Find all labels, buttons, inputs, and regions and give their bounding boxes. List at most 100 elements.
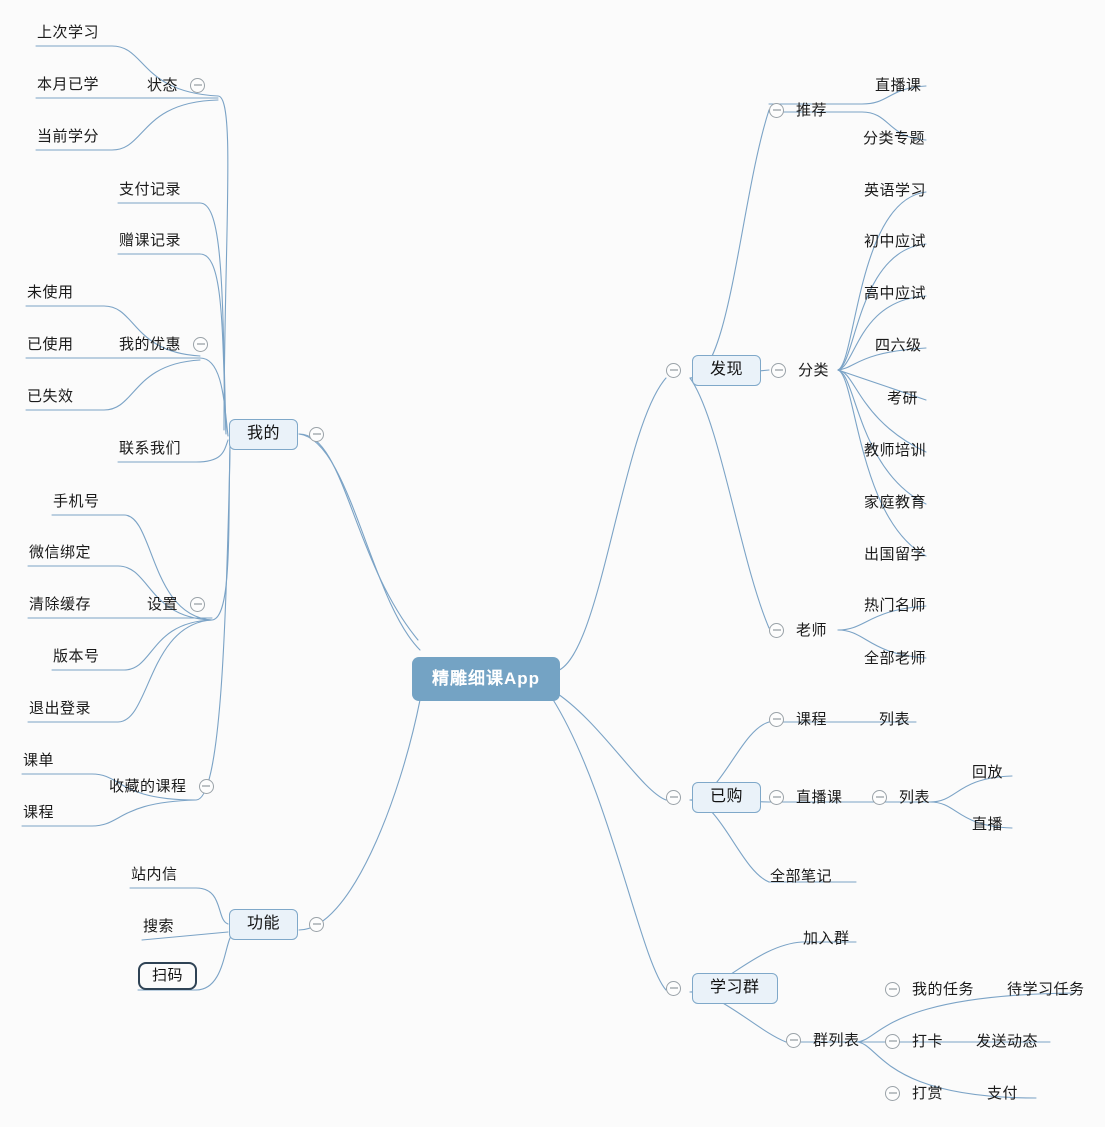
collapse-minus-icon[interactable] (769, 789, 784, 805)
mindmap-node-banben[interactable]: 版本号 (52, 643, 101, 669)
mindmap-node-wode[interactable]: 我的 (229, 418, 325, 450)
mindmap-node-zhifu[interactable]: 支付记录 (118, 176, 182, 202)
mindmap-node-label: 赠课记录 (119, 231, 182, 249)
mindmap-node-siliuji[interactable]: 四六级 (874, 332, 923, 358)
mindmap-node-tuijian[interactable]: 推荐 (769, 97, 828, 123)
mindmap-node-label: 课程 (23, 803, 55, 821)
mindmap-node-qunliebiao[interactable]: 群列表 (786, 1027, 861, 1053)
mindmap-root-node[interactable]: 精雕细课App (412, 657, 561, 701)
mindmap-node-label: 支付 (987, 1084, 1019, 1102)
mindmap-node-chuguo[interactable]: 出国留学 (863, 541, 927, 567)
collapse-minus-icon[interactable] (771, 362, 786, 378)
mindmap-node-youhui[interactable]: 我的优惠 (118, 331, 209, 357)
mindmap-node-biji[interactable]: 全部笔记 (769, 863, 833, 889)
mindmap-node-yingyu[interactable]: 英语学习 (863, 177, 927, 203)
mindmap-node-yishiyong[interactable]: 已使用 (26, 331, 75, 357)
mindmap-node-label: 分类专题 (863, 129, 926, 147)
mindmap-node-fasong[interactable]: 发送动态 (975, 1028, 1039, 1054)
mindmap-node-liebiao1[interactable]: 列表 (878, 706, 911, 732)
mindmap-node-label: 联系我们 (119, 439, 182, 457)
mindmap-node-kedan[interactable]: 课单 (22, 747, 55, 773)
collapse-minus-icon[interactable] (193, 336, 209, 352)
mindmap-node-label: 课程 (796, 710, 828, 728)
mindmap-node-label: 本月已学 (37, 75, 100, 93)
mindmap-node-label: 列表 (879, 710, 911, 728)
mindmap-node-label: 英语学习 (864, 181, 927, 199)
mindmap-node-kaoyan[interactable]: 考研 (886, 385, 919, 411)
mindmap-node-gongneng[interactable]: 功能 (229, 908, 325, 940)
mindmap-node-liebiao2[interactable]: 列表 (872, 784, 931, 810)
mindmap-node-zhibo[interactable]: 直播 (971, 811, 1004, 837)
collapse-minus-icon[interactable] (786, 1032, 801, 1048)
mindmap-node-qingchu[interactable]: 清除缓存 (28, 591, 92, 617)
mindmap-node-zhiboke2[interactable]: 直播课 (769, 784, 844, 810)
mindmap-node-kecheng2[interactable]: 课程 (769, 706, 828, 732)
mindmap-node-zhiboke[interactable]: 直播课 (874, 72, 923, 98)
collapse-minus-icon[interactable] (198, 778, 214, 794)
mindmap-node-faxian[interactable]: 发现 (666, 354, 762, 386)
mindmap-node-label: 已失效 (27, 387, 74, 405)
mindmap-node-fenlei[interactable]: 分类 (771, 357, 830, 383)
mindmap-node-label: 我的任务 (912, 980, 975, 998)
mindmap-node-shezhi[interactable]: 设置 (146, 591, 206, 617)
collapse-minus-icon[interactable] (885, 1033, 900, 1049)
mindmap-node-jiating[interactable]: 家庭教育 (863, 489, 927, 515)
mindmap-node-remen[interactable]: 热门名师 (863, 592, 927, 618)
collapse-minus-icon[interactable] (885, 1085, 900, 1101)
mindmap-node-dashang[interactable]: 打赏 (885, 1080, 944, 1106)
mindmap-node-saoma[interactable]: 扫码 (138, 962, 198, 990)
mindmap-node-huifang[interactable]: 回放 (971, 759, 1004, 785)
collapse-minus-icon[interactable] (872, 789, 887, 805)
mindmap-node-tuichu[interactable]: 退出登录 (28, 695, 92, 721)
collapse-minus-icon[interactable] (769, 711, 784, 727)
mindmap-node-renwu[interactable]: 我的任务 (885, 976, 975, 1002)
mindmap-node-label: 全部老师 (864, 649, 927, 667)
mindmap-node-weixin[interactable]: 微信绑定 (28, 539, 92, 565)
mindmap-node-daixuexi[interactable]: 待学习任务 (1006, 976, 1086, 1002)
collapse-minus-icon[interactable] (769, 622, 784, 638)
mindmap-node-zhifu2[interactable]: 支付 (986, 1080, 1019, 1106)
mindmap-node-label: 群列表 (813, 1031, 860, 1049)
mindmap-node-fenleizt[interactable]: 分类专题 (862, 125, 926, 151)
mindmap-node-label: 出国留学 (864, 545, 927, 563)
mindmap-node-yishixiao[interactable]: 已失效 (26, 383, 75, 409)
mindmap-node-sousuo[interactable]: 搜索 (142, 913, 175, 939)
collapse-minus-icon[interactable] (666, 362, 681, 378)
mindmap-node-quanbuls[interactable]: 全部老师 (863, 645, 927, 671)
mindmap-node-laoshi[interactable]: 老师 (769, 617, 828, 643)
mindmap-node-jiaoshi[interactable]: 教师培训 (863, 437, 927, 463)
collapse-minus-icon[interactable] (190, 77, 206, 93)
mindmap-node-kecheng1[interactable]: 课程 (22, 799, 55, 825)
mindmap-node-shangci[interactable]: 上次学习 (36, 19, 100, 45)
collapse-minus-icon[interactable] (309, 426, 325, 442)
mindmap-node-yigou[interactable]: 已购 (666, 781, 762, 813)
collapse-minus-icon[interactable] (666, 980, 681, 996)
mindmap-node-lianxi[interactable]: 联系我们 (118, 435, 182, 461)
mindmap-node-label: 版本号 (53, 647, 100, 665)
mindmap-node-xuefen[interactable]: 当前学分 (36, 123, 100, 149)
mindmap-node-label: 教师培训 (864, 441, 927, 459)
mindmap-node-label: 推荐 (796, 101, 828, 119)
mindmap-node-zhuangtai[interactable]: 状态 (146, 72, 206, 98)
mindmap-node-chuzhong[interactable]: 初中应试 (863, 228, 927, 254)
mindmap-node-label: 列表 (899, 788, 931, 806)
mindmap-node-zengke[interactable]: 赠课记录 (118, 227, 182, 253)
collapse-minus-icon[interactable] (309, 916, 325, 932)
mindmap-node-zhannaixin[interactable]: 站内信 (130, 861, 179, 887)
collapse-minus-icon[interactable] (666, 789, 681, 805)
collapse-minus-icon[interactable] (769, 102, 784, 118)
mindmap-node-shouji[interactable]: 手机号 (52, 488, 101, 514)
mindmap-node-label: 发送动态 (976, 1032, 1039, 1050)
mindmap-node-gaozhong[interactable]: 高中应试 (863, 280, 927, 306)
mindmap-node-jiaru[interactable]: 加入群 (802, 925, 851, 951)
mindmap-node-benyue[interactable]: 本月已学 (36, 71, 100, 97)
mindmap-node-shoucang[interactable]: 收藏的课程 (108, 773, 214, 799)
collapse-minus-icon[interactable] (885, 981, 900, 997)
mindmap-node-xuexiqun[interactable]: 学习群 (666, 972, 778, 1004)
collapse-minus-icon[interactable] (190, 596, 206, 612)
mindmap-node-label: 回放 (972, 763, 1004, 781)
mindmap-node-daka[interactable]: 打卡 (885, 1028, 944, 1054)
mindmap-node-weishiyong[interactable]: 未使用 (26, 279, 75, 305)
